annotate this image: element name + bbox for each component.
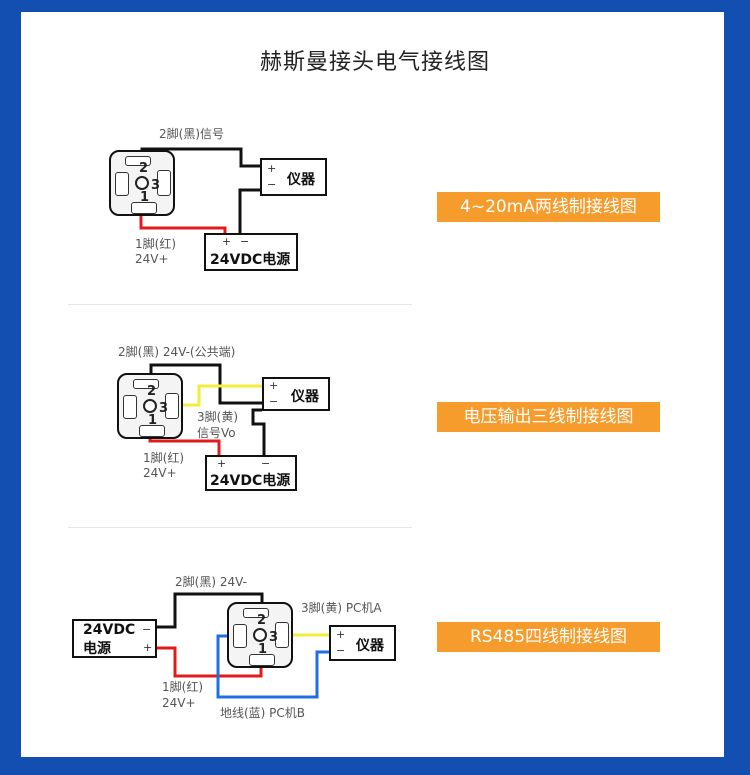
- page-title: 赫斯曼接头电气接线图: [259, 50, 490, 75]
- instrument-box: + − 仪器: [260, 158, 327, 196]
- power-supply-box: 24VDC 电源 − +: [72, 619, 157, 658]
- pin-1-label: 1: [258, 642, 268, 657]
- center-ring: [135, 176, 149, 190]
- pin1-voltage: 24V+: [162, 696, 196, 710]
- wire-blue-ground: [216, 634, 330, 699]
- pin3-signal: 信号Vo: [197, 426, 236, 440]
- center-ring: [253, 628, 267, 642]
- power-supply-box: + − 24VDC电源: [205, 455, 297, 491]
- minus-terminal: −: [240, 235, 250, 248]
- minus-terminal: −: [267, 178, 277, 191]
- diagram-badge-three-wire: 电压输出三线制接线图: [437, 402, 660, 432]
- pin-3-label: 3: [159, 401, 169, 416]
- wire-red-24v-plus: [155, 646, 263, 678]
- instrument-box: + − 仪器: [329, 625, 396, 661]
- instrument-label: 仪器: [287, 172, 315, 188]
- pin1-label: 1脚(红): [143, 451, 184, 465]
- wire-black-24v-minus: [155, 592, 264, 629]
- diagram-badge-two-wire: 4~20mA两线制接线图: [437, 192, 660, 222]
- pin1-label: 1脚(红): [162, 680, 203, 694]
- section-divider: [68, 304, 412, 305]
- pin3-label: 3脚(黄) PC机A: [301, 601, 382, 615]
- power-label: 24VDC电源: [210, 473, 291, 489]
- pin3-label: 3脚(黄): [197, 410, 238, 424]
- wire-black-common: [149, 363, 262, 405]
- plus-terminal: +: [336, 628, 346, 641]
- wire-yellow-signal: [176, 384, 263, 407]
- pin1-voltage: 24V+: [135, 252, 169, 266]
- plus-terminal: +: [269, 379, 279, 392]
- pin1-voltage: 24V+: [143, 466, 177, 480]
- instrument-label: 仪器: [291, 389, 319, 405]
- pin-1-label: 1: [148, 413, 158, 428]
- pin-2-label: 2: [257, 613, 267, 628]
- hirschmann-connector: 2 3 1: [109, 150, 175, 216]
- pin-3-label: 3: [151, 178, 161, 193]
- ground-label: 地线(蓝) PC机B: [220, 706, 306, 720]
- pin2-label: 2脚(黑) 24V-(公共端): [118, 345, 236, 359]
- hirschmann-connector: 2 3 1: [117, 373, 183, 439]
- minus-terminal: −: [336, 644, 346, 657]
- diagram-badge-four-wire: RS485四线制接线图: [437, 622, 660, 652]
- wire-black-power-minus: [238, 188, 262, 234]
- pin2-label: 2脚(黑) 24V-: [175, 575, 247, 589]
- pin2-label: 2脚(黑)信号: [159, 127, 224, 141]
- instrument-box: + − 仪器: [262, 377, 330, 411]
- power-supply-box: + − 24VDC电源: [204, 233, 298, 271]
- pin1-label: 1脚(红): [135, 237, 176, 251]
- pin-2-label: 2: [139, 161, 149, 176]
- power-label-line2: 电源: [83, 641, 111, 657]
- plus-terminal: +: [222, 235, 232, 248]
- instrument-label: 仪器: [356, 638, 384, 654]
- power-label: 24VDC电源: [210, 252, 291, 268]
- minus-terminal: −: [261, 457, 271, 470]
- wire-red-24v-plus: [139, 210, 227, 236]
- minus-terminal: −: [269, 395, 279, 408]
- pin-3-label: 3: [269, 630, 279, 645]
- pin-2-label: 2: [147, 384, 157, 399]
- plus-terminal: +: [217, 457, 227, 470]
- plus-terminal: +: [143, 641, 153, 654]
- hirschmann-connector: 2 3 1: [227, 602, 293, 668]
- section-divider: [68, 527, 412, 528]
- pin-1-label: 1: [140, 190, 150, 205]
- minus-terminal: −: [142, 623, 152, 636]
- wire-black-power-minus: [251, 408, 266, 455]
- plus-terminal: +: [267, 162, 277, 175]
- center-ring: [143, 399, 157, 413]
- power-label-line1: 24VDC: [83, 622, 136, 638]
